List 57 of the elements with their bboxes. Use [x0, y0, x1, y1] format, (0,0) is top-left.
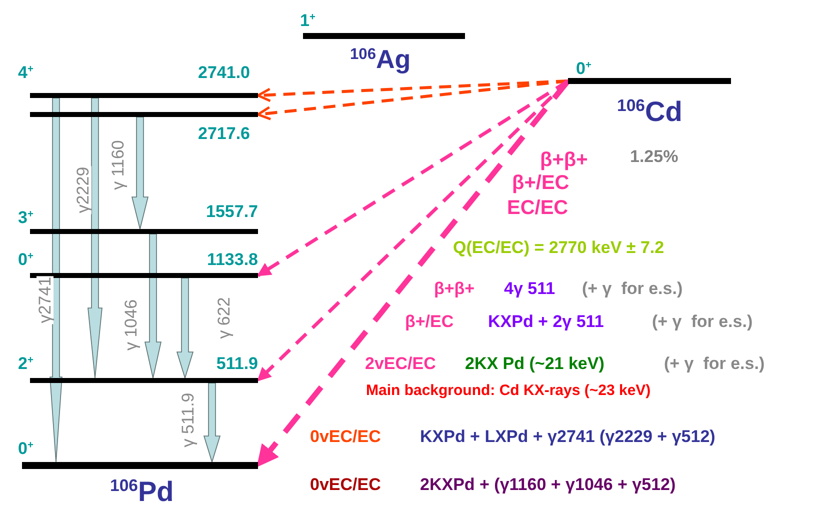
note-label: (+ γ for e.s.) [582, 280, 683, 297]
energy-level [18, 251, 258, 278]
decay-mode-label: 2vEC/EC [365, 355, 436, 372]
nuclide-label: $^{106}$Cd [617, 98, 682, 126]
spin-parity-label: 3$^{+}$ [18, 209, 34, 226]
edge-label: γ 511.9 [180, 392, 196, 448]
energy-label: 1557.7 [206, 203, 258, 220]
spin-parity-label: 0$^{+}$ [18, 251, 34, 268]
gamma-arrow [88, 98, 102, 378]
gamma-arrow [50, 98, 62, 462]
energy-level [300, 12, 466, 40]
energy-label: 511.9 [216, 355, 258, 372]
energy-level [18, 440, 258, 469]
decay-mode-label: β+/EC [512, 173, 570, 193]
nuclide-label: $^{106}$Ag [350, 46, 411, 72]
q-value-label: Q(EC/EC) = 2770 keV ± 7.2 [453, 239, 664, 256]
edge-label: γ 1160 [110, 139, 126, 191]
spin-parity-label: 4$^{+}$ [18, 64, 34, 82]
decay-mode-label: EC/EC [507, 198, 568, 218]
signature-label: KXPd + 2γ 511 [488, 313, 604, 330]
note-label: (+ γ for e.s.) [664, 355, 765, 372]
energy-label: 1133.8 [206, 251, 258, 268]
decay-mode-label: 0vEC/EC [310, 476, 381, 493]
energy-level [18, 355, 258, 383]
edge-label: γ2741 [36, 276, 54, 324]
edge-label: γ 622 [216, 296, 232, 340]
energy-level [568, 60, 731, 86]
energy-level [18, 64, 258, 98]
spin-parity-label: 0$^{+}$ [576, 60, 592, 78]
decay-arrow [256, 79, 570, 468]
edge-label: γ 1046 [122, 298, 140, 352]
decay-mode-label: β+β+ [434, 280, 475, 297]
gamma-arrow [144, 234, 162, 378]
energy-label: 2741.0 [198, 64, 250, 81]
spin-parity-label: 1$^{+}$ [300, 12, 316, 30]
signature-label: KXPd + LXPd + γ2741 (γ2229 + γ512) [420, 428, 716, 445]
decay-mode-label: 0vEC/EC [310, 428, 381, 445]
gamma-arrow [203, 382, 221, 464]
decay-arrow [256, 80, 568, 102]
decay-mode-label: β+/EC [405, 313, 454, 330]
spin-parity-label: 2$^{+}$ [18, 355, 34, 372]
energy-label: 2717.6 [198, 125, 250, 142]
signature-label: 2KXPd + (γ1160 + γ1046 + γ512) [420, 476, 676, 493]
gamma-arrow [176, 278, 194, 380]
nuclide-label: $^{106}$Pd [110, 478, 174, 506]
signature-label: 4γ 511 [504, 280, 556, 297]
decay-arrow [256, 80, 570, 382]
note-label: (+ γ for e.s.) [652, 313, 753, 330]
decay-arrow [256, 80, 569, 277]
background-note: Main background: Cd KX-rays (~23 keV) [366, 383, 651, 398]
decay-mode-label: β+β+ [540, 150, 588, 170]
gamma-arrow [131, 116, 149, 230]
abundance-label: 1.25% [630, 148, 678, 165]
edge-label: γ2229 [74, 166, 92, 214]
spin-parity-label: 0$^{+}$ [18, 440, 34, 458]
signature-label: 2KX Pd (~21 keV) [465, 355, 604, 372]
decay-arrow [256, 80, 568, 120]
